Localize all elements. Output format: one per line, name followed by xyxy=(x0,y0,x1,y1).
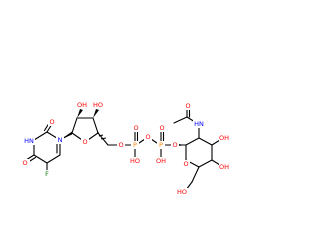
bond xyxy=(185,137,200,146)
atom-label-oxygen: O xyxy=(118,141,123,149)
atom-label-hydroxyl: OH xyxy=(77,101,87,109)
bond xyxy=(92,117,99,134)
atom-label-hydroxyl: OH xyxy=(156,157,166,165)
atom-label-oxygen: O xyxy=(22,159,27,167)
atom-label-oxygen: O xyxy=(159,124,164,132)
wedge-bond xyxy=(178,144,186,146)
atom-label-phosphorus: P xyxy=(159,141,163,149)
atom-label-oxygen: O xyxy=(49,118,54,126)
atom-label-oxygen: O xyxy=(185,102,190,110)
bond xyxy=(198,137,213,146)
atom-label-oxygen: O xyxy=(82,138,87,146)
bond xyxy=(191,166,200,183)
atom-label-nh: HN xyxy=(24,137,34,145)
bond xyxy=(173,116,188,124)
atom-label-oxygen: O xyxy=(133,124,138,132)
bond xyxy=(33,131,48,141)
atom-label-hydroxyl: OH xyxy=(219,163,229,171)
atom-label-nh: HN xyxy=(194,120,204,128)
atom-label-hydroxyl: HO xyxy=(93,101,103,109)
atom-label-phosphorus: P xyxy=(133,141,137,149)
atom-label-hydroxyl: HO xyxy=(177,188,187,196)
bond xyxy=(211,159,221,166)
wedge-bond xyxy=(93,109,99,118)
molecule-structure: O O HN N F OH HO O O P O HO O P O OH O xyxy=(22,101,230,196)
atom-label-fluorine: F xyxy=(45,170,49,178)
bond xyxy=(211,139,221,146)
bond xyxy=(198,159,213,168)
atom-labels: O O HN N F OH HO O O P O HO O P O OH O xyxy=(22,101,230,196)
bond xyxy=(46,154,61,164)
atom-label-oxygen: O xyxy=(145,133,150,141)
bond xyxy=(33,154,48,164)
atom-label-oxygen: O xyxy=(172,141,177,149)
hash-bond xyxy=(97,132,107,140)
atom-label-hydroxyl: HO xyxy=(130,157,140,165)
bond xyxy=(71,117,78,134)
atom-label-nitrogen: N xyxy=(58,136,63,144)
atom-label-oxygen: O xyxy=(183,160,188,168)
atom-label-hydroxyl: OH xyxy=(219,134,229,142)
wedge-bond xyxy=(77,109,83,118)
